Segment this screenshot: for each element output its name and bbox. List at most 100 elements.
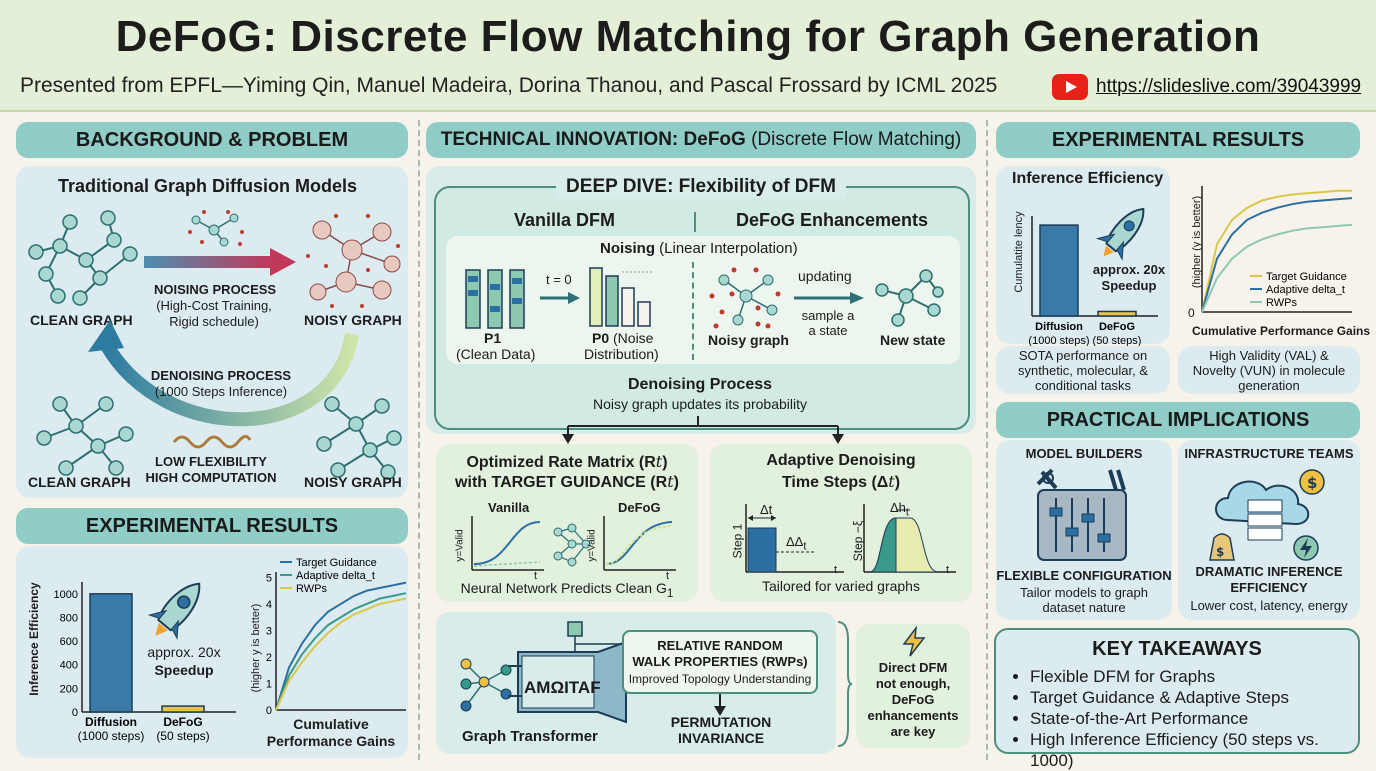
y-tick-label: 0 (266, 705, 272, 717)
y-tick-label: 600 (60, 636, 78, 648)
rt-subscript-1: t (655, 452, 663, 471)
column-divider-left (418, 120, 420, 760)
x-tick-label: (1000 steps) (78, 729, 145, 743)
rwp-desc: Improved Topology Understanding (628, 672, 812, 686)
line-chart-ylabel: (higher y is better) (250, 603, 262, 693)
delta-t-text: Δt (760, 502, 773, 517)
validity-text-3: generation (1238, 378, 1300, 393)
p0-noise-icon (589, 267, 654, 327)
noising-box (446, 236, 960, 364)
y-tick-label: 1 (266, 678, 272, 690)
p0-desc2: Distribution) (584, 346, 659, 362)
toolbox-icon (1036, 468, 1127, 561)
right-speedup-2: Speedup (1101, 278, 1157, 293)
infrastructure-panel: INFRASTRUCTURE TEAMS $ $ DRAMATIC INFERE… (1178, 440, 1360, 620)
updating-arrow (794, 292, 864, 304)
y-tick-label: 200 (60, 683, 78, 695)
legend-label: Adaptive delta_t (1266, 284, 1345, 296)
clean-graph-label: CLEAN GRAPH (30, 312, 133, 328)
p1-data-icon (465, 269, 525, 329)
rocket-icon-right (1095, 207, 1145, 261)
graph-transformer-icon (508, 640, 627, 724)
direct-dfm-callout: Direct DFM not enough, DeFoG enhancement… (856, 624, 970, 748)
sample-label-2: a state (808, 323, 848, 338)
column-divider-right (986, 120, 988, 760)
neural-network-icon (553, 523, 591, 567)
direct-text-5: are key (890, 724, 936, 739)
p0-label-bold: P0 (592, 330, 610, 346)
speedup-text-2: Speedup (154, 662, 214, 678)
rwp-title-2: WALK PROPERTIES (RWPs) (632, 654, 808, 669)
vanilla-t-label: t (534, 570, 538, 582)
series-line (275, 592, 407, 711)
series-line (275, 581, 407, 711)
header: DeFoG: Discrete Flow Matching for Graph … (0, 0, 1376, 112)
t-label-1: t (834, 564, 838, 576)
slideslive-link[interactable]: https://slideslive.com/39043999 (1096, 76, 1362, 97)
noisy-graph-label-2: NOISY GRAPH (304, 474, 402, 490)
noising-divider (692, 262, 694, 360)
vanilla-curve-chart (471, 516, 544, 571)
flex-config-desc-2: dataset nature (1042, 600, 1126, 615)
left-results-heading: EXPERIMENTAL RESULTS (16, 508, 408, 544)
defog-enhancements-label: DeFoG Enhancements (736, 210, 929, 230)
denoising-process-desc: Noisy graph updates its probability (592, 396, 807, 412)
sota-text-2: synthetic, molecular, & (1017, 363, 1149, 378)
series-line (275, 597, 407, 711)
page-title: DeFoG: Discrete Flow Matching for Graph … (115, 12, 1261, 61)
direct-text-4: enhancements (867, 708, 959, 723)
bracket (837, 621, 853, 747)
t0-arrow (540, 292, 580, 304)
vanilla-dfm-label: Vanilla DFM (514, 210, 616, 230)
validity-text-1: High Validity (VAL) & (1209, 348, 1329, 363)
step1-label: Step 1 (730, 523, 745, 559)
technical-heading-bold: TECHNICAL INNOVATION: DeFoG (440, 129, 746, 150)
youtube-icon[interactable] (1052, 74, 1088, 100)
right-line-xlabel: Cumulative Performance Gains (1192, 324, 1371, 338)
page-subtitle: Presented from EPFL—Yiming Qin, Manuel M… (20, 74, 998, 97)
y-tick-label: 0 (72, 707, 78, 719)
noising-arrow (144, 248, 296, 276)
dramatic-title-2: EFFICIENCY (1230, 580, 1308, 595)
validity-panel: High Validity (VAL) & Novelty (VUN) in m… (1178, 346, 1360, 394)
x-tick-label: Diffusion (85, 715, 137, 729)
infrastructure-title: INFRASTRUCTURE TEAMS (1184, 446, 1354, 461)
x-tick-label: Diffusion (1035, 321, 1083, 333)
connector-top (567, 621, 632, 652)
step-chart-2 (863, 504, 956, 573)
transformer-text: AMΩITAF (524, 678, 601, 697)
cloud-server-icon: $ $ (1209, 469, 1325, 561)
direct-text-2: not enough, (875, 676, 951, 691)
denoising-process-title: Denoising Process (627, 376, 773, 393)
new-state-label: New state (880, 332, 946, 348)
branch-arrows (562, 416, 844, 444)
right-speedup-1: approx. 20x (1092, 262, 1166, 277)
dramatic-title-1: DRAMATIC INFERENCE (1195, 564, 1343, 579)
legend-label: RWPs (296, 583, 327, 595)
squiggle-icon (172, 435, 252, 449)
x-tick-label: DeFoG (1099, 321, 1135, 333)
series-line (1201, 223, 1353, 313)
takeaway-item: High Inference Efficiency (50 steps vs. … (1030, 729, 1358, 771)
rate-matrix-panel: Optimized Rate Matrix (Rt) with TARGET G… (436, 444, 698, 602)
noising-desc1: (High-Cost Training, (156, 298, 272, 313)
noising-label-rest: (Linear Interpolation) (655, 240, 798, 257)
direct-text-1: Direct DFM (878, 660, 948, 675)
delta-ht-sub: t (905, 506, 909, 519)
noisy-graph-label: NOISY GRAPH (304, 312, 402, 328)
nn-predicts-text: Neural Network Predicts Clean G (460, 580, 667, 596)
vanilla-y-label: y=Valid (454, 529, 466, 562)
rate-title-1: Optimized Rate Matrix (Rt) (466, 452, 668, 471)
rocket-icon (147, 582, 201, 640)
flex-config-desc-1: Tailor models to graph (1020, 585, 1148, 600)
rwp-down-arrow (714, 694, 726, 716)
delta-ht-label: Δht (890, 500, 909, 519)
sample-label-1: sample a (801, 308, 855, 323)
adaptive-title-1: Adaptive Denoising (766, 452, 916, 469)
technical-heading-rest: (Discrete Flow Matching) (745, 129, 962, 150)
p0-desc1: (Noise (613, 330, 654, 346)
